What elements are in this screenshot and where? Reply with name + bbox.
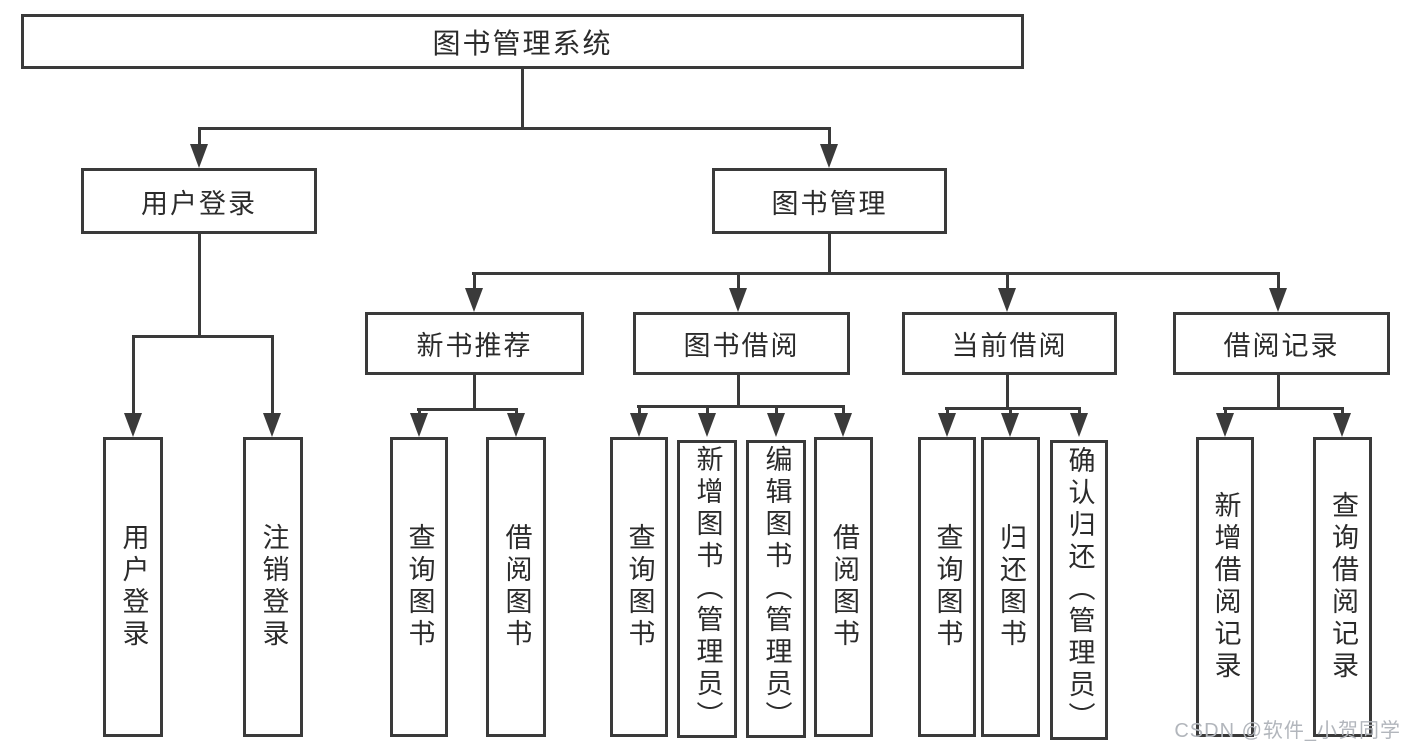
leaf-user-login: 用户登录: [103, 437, 163, 737]
connector-line: [417, 408, 518, 411]
arrowhead-down-icon: [1070, 413, 1088, 437]
connector-line: [472, 272, 1280, 275]
connector-line: [1078, 407, 1081, 418]
connector-line: [945, 407, 1081, 410]
connector-line: [1006, 375, 1009, 410]
connector-line: [1341, 407, 1344, 418]
leaf-add-borrow-record: 新增借阅记录: [1196, 437, 1254, 737]
connector-line: [1223, 407, 1344, 410]
leaf-confirm-return-admin: 确认归还（管理员）: [1050, 440, 1108, 740]
leaf-return-books: 归还图书: [981, 437, 1040, 737]
connector-line: [132, 335, 135, 419]
leaf-logout: 注销登录: [243, 437, 303, 737]
arrowhead-down-icon: [1333, 413, 1351, 437]
connector-line: [473, 375, 476, 411]
connector-line: [198, 127, 831, 130]
connector-line: [132, 335, 274, 338]
connector-line: [1006, 272, 1009, 292]
connector-line: [828, 127, 831, 149]
connector-line: [1224, 407, 1227, 418]
leaf-borrow-books: 借阅图书: [814, 437, 873, 737]
connector-line: [946, 407, 949, 418]
node-new-book-recommendation: 新书推荐: [365, 312, 584, 375]
csdn-watermark: CSDN @软件_小贺同学: [1174, 720, 1401, 742]
arrowhead-down-icon: [834, 413, 852, 437]
connector-line: [706, 405, 709, 418]
connector-line: [198, 234, 201, 338]
connector-line: [198, 127, 201, 149]
connector-line: [473, 272, 476, 292]
node-borrowing-records: 借阅记录: [1173, 312, 1390, 375]
arrowhead-down-icon: [410, 413, 428, 437]
node-library-management-system: 图书管理系统: [21, 14, 1024, 69]
leaf-borrow-books-recommend: 借阅图书: [486, 437, 546, 737]
arrowhead-down-icon: [1001, 413, 1019, 437]
node-book-borrowing: 图书借阅: [633, 312, 850, 375]
node-user-login: 用户登录: [81, 168, 317, 234]
arrowhead-down-icon: [1269, 288, 1287, 312]
arrowhead-down-icon: [767, 413, 785, 437]
connector-line: [1277, 375, 1280, 410]
arrowhead-down-icon: [263, 413, 281, 437]
connector-line: [637, 405, 845, 408]
arrowhead-down-icon: [1216, 413, 1234, 437]
arrowhead-down-icon: [124, 413, 142, 437]
connector-line: [737, 272, 740, 292]
connector-line: [842, 405, 845, 418]
arrowhead-down-icon: [698, 413, 716, 437]
connector-line: [1277, 272, 1280, 292]
arrowhead-down-icon: [729, 288, 747, 312]
node-current-borrowing: 当前借阅: [902, 312, 1117, 375]
leaf-edit-books-admin: 编辑图书（管理员）: [746, 440, 806, 738]
connector-line: [828, 234, 831, 274]
leaf-query-books-borrow: 查询图书: [610, 437, 668, 737]
arrowhead-down-icon: [507, 413, 525, 437]
connector-line: [271, 335, 274, 419]
arrowhead-down-icon: [630, 413, 648, 437]
leaf-add-books-admin: 新增图书（管理员）: [677, 440, 737, 738]
connector-line: [638, 405, 641, 418]
connector-line: [737, 375, 740, 408]
arrowhead-down-icon: [998, 288, 1016, 312]
connector-line: [521, 69, 524, 129]
node-book-management: 图书管理: [712, 168, 947, 234]
arrowhead-down-icon: [938, 413, 956, 437]
connector-line: [775, 405, 778, 418]
connector-line: [1009, 407, 1012, 418]
leaf-query-borrow-record: 查询借阅记录: [1313, 437, 1372, 737]
arrowhead-down-icon: [190, 144, 208, 168]
leaf-query-books-current: 查询图书: [918, 437, 976, 737]
leaf-query-books-recommend: 查询图书: [390, 437, 448, 737]
arrowhead-down-icon: [820, 144, 838, 168]
arrowhead-down-icon: [465, 288, 483, 312]
